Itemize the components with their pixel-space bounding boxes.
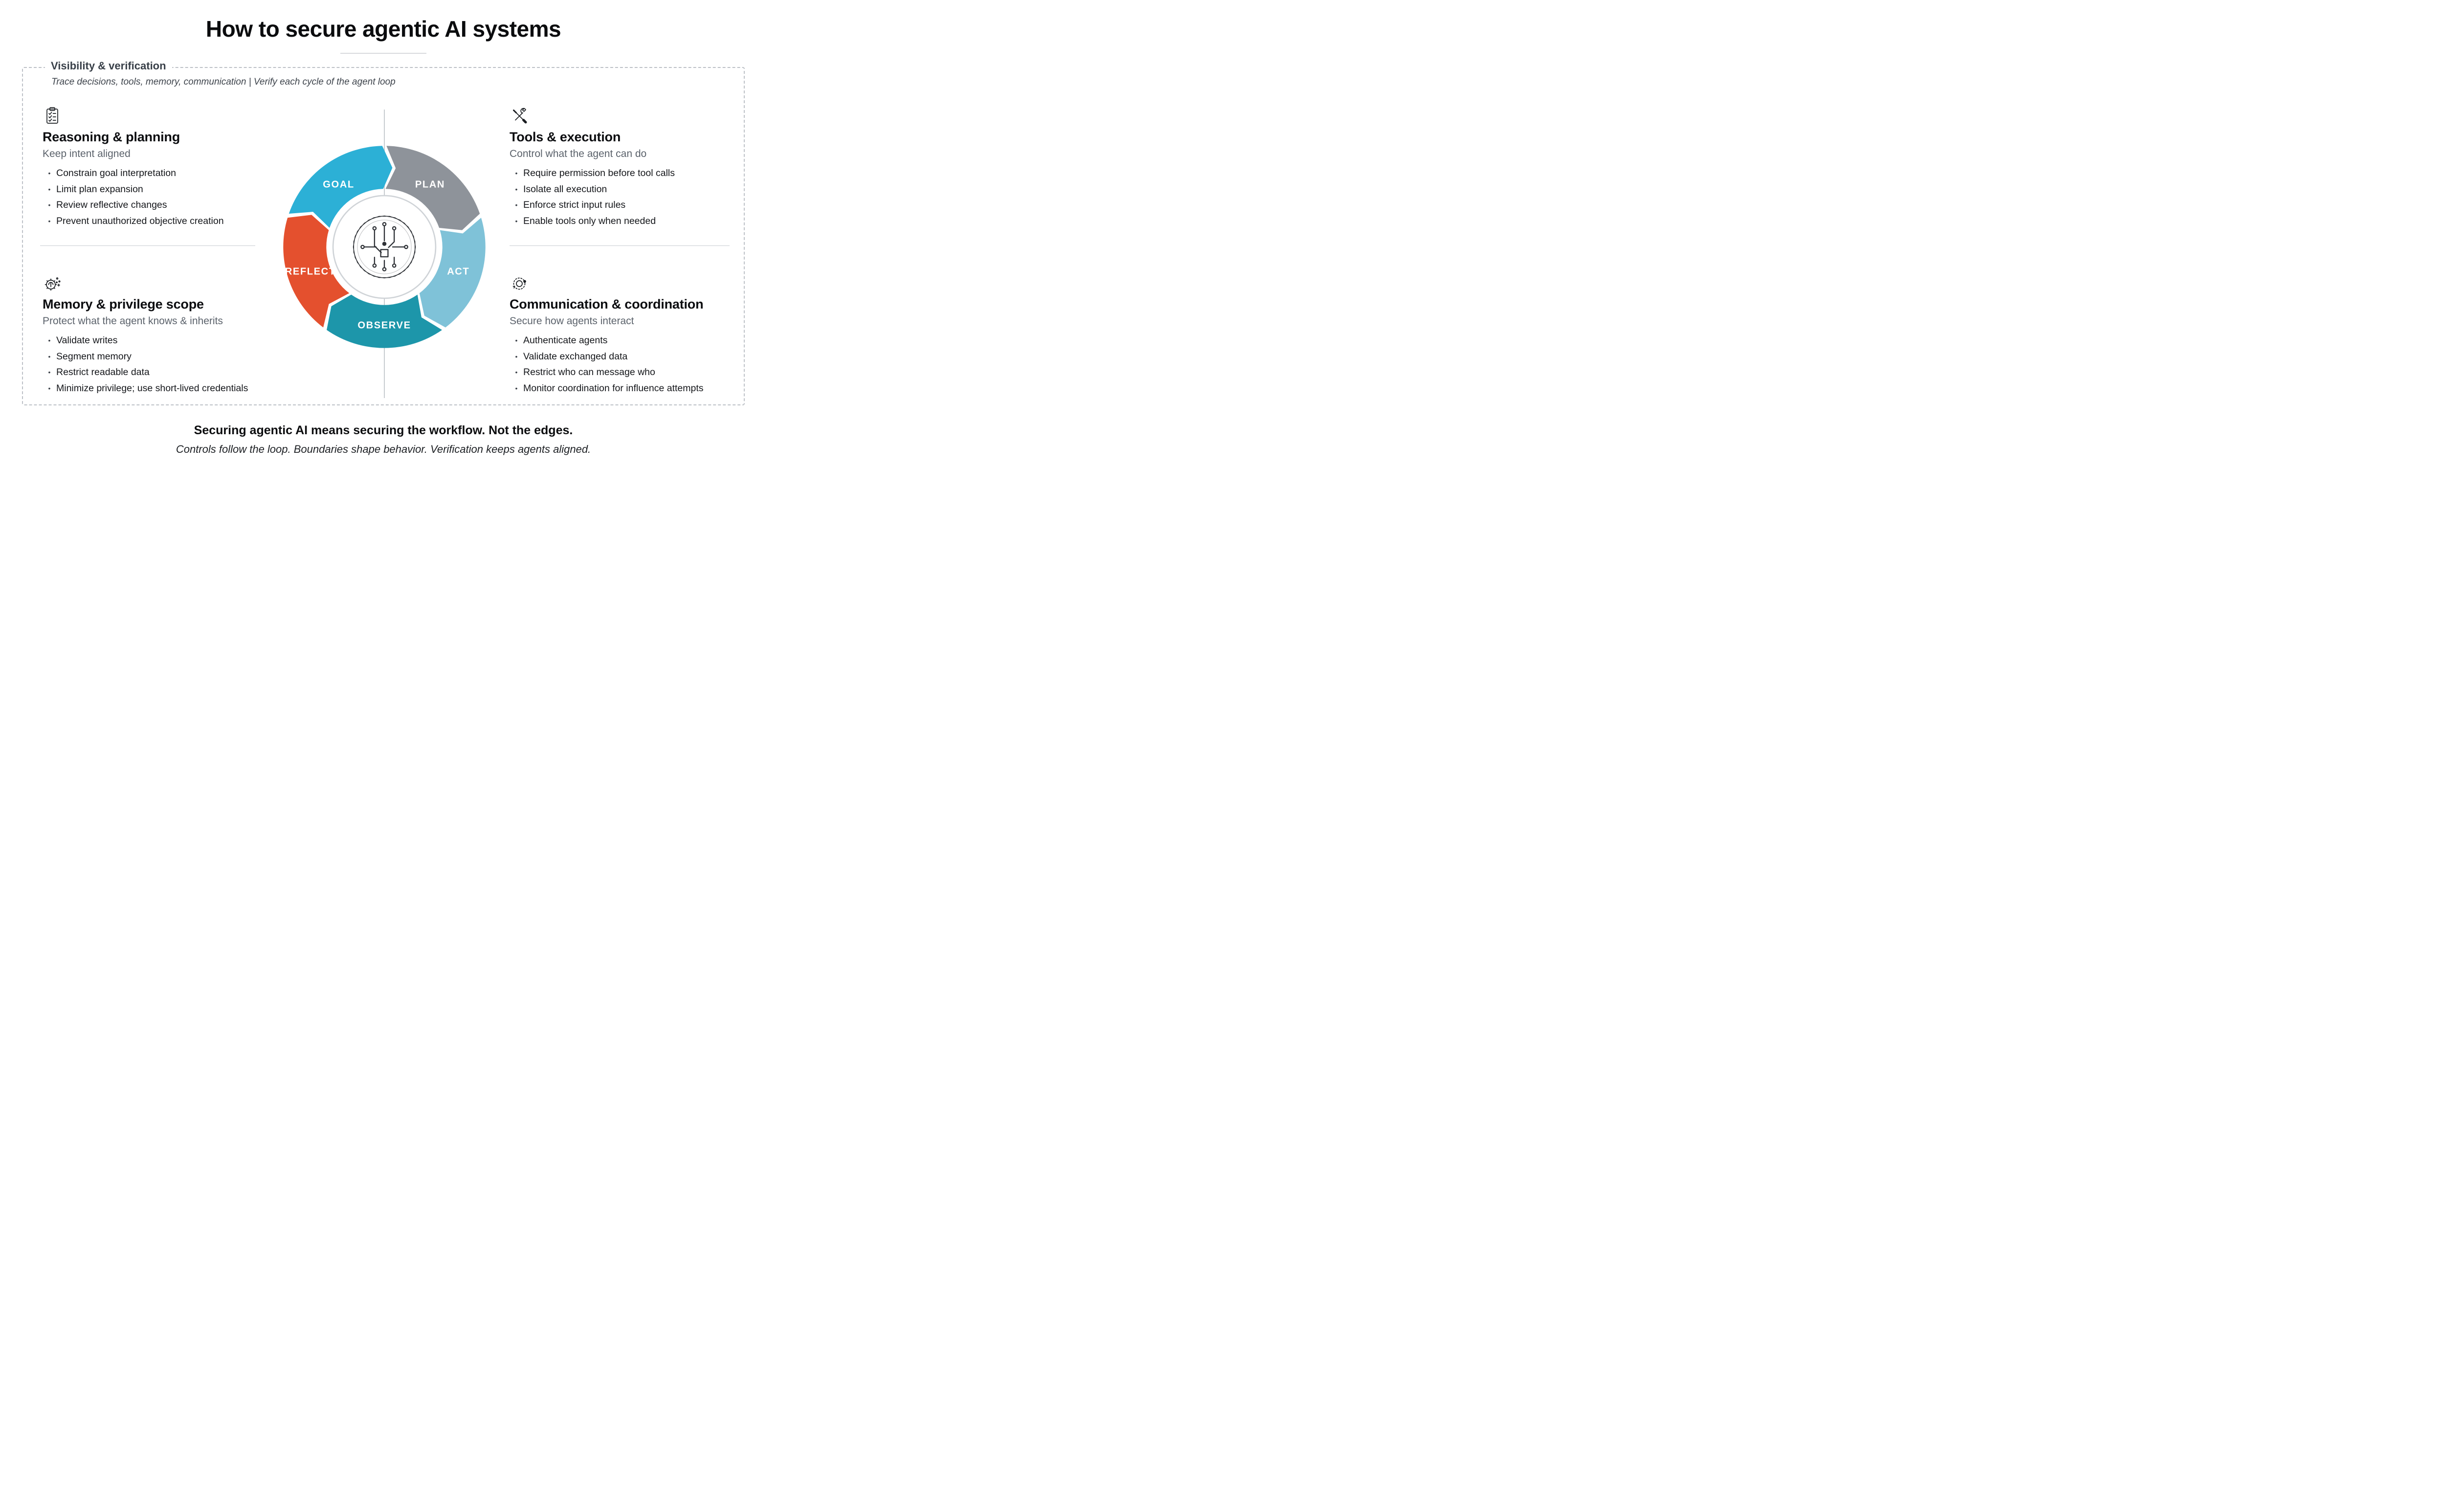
- bullet-item: • Require permission before tool calls: [510, 165, 743, 181]
- bullet-text: Restrict readable data: [56, 367, 150, 378]
- frame-label: Visibility & verification: [45, 60, 172, 72]
- bullet-dot: •: [515, 384, 518, 392]
- bullet-dot: •: [515, 185, 518, 193]
- bullet-list: • Validate writes • Segment memory • Restri…: [43, 333, 276, 396]
- footer-headline: Securing agentic AI means securing the w…: [194, 423, 573, 437]
- checklist-icon: [43, 106, 62, 126]
- bullet-text: Segment memory: [56, 351, 132, 362]
- bullet-item: • Validate exchanged data: [510, 349, 743, 365]
- section-communication-coordination: Communication & coordination Secure how …: [510, 273, 743, 396]
- bullet-item: • Restrict readable data: [43, 364, 276, 380]
- page-title: How to secure agentic AI systems: [205, 16, 561, 42]
- wheel-segment-act: [419, 218, 486, 328]
- section-heading: Memory & privilege scope: [43, 297, 204, 311]
- bullet-item: • Prevent unauthorized objective creation: [43, 213, 276, 229]
- section-subtitle: Control what the agent can do: [510, 148, 647, 159]
- bullet-dot: •: [48, 185, 51, 193]
- section-subtitle: Secure how agents interact: [510, 315, 634, 327]
- orbit-icon: [510, 273, 529, 293]
- bullet-item: • Enable tools only when needed: [510, 213, 743, 229]
- bullet-text: Constrain goal interpretation: [56, 168, 176, 178]
- tools-icon: [510, 106, 529, 126]
- section-heading: Communication & coordination: [510, 297, 704, 311]
- bullet-dot: •: [515, 169, 518, 177]
- bullet-text: Validate exchanged data: [523, 351, 628, 362]
- section-heading: Reasoning & planning: [43, 130, 180, 144]
- bullet-dot: •: [515, 368, 518, 376]
- bullet-dot: •: [515, 352, 518, 360]
- visibility-frame: Visibility & verification Trace decision…: [22, 60, 745, 405]
- wheel-label-plan: PLAN: [415, 179, 445, 190]
- bullet-item: • Minimize privilege; use short-lived cre…: [43, 380, 276, 397]
- left-section-divider: [40, 245, 255, 246]
- wheel-segment-observe: [327, 294, 442, 348]
- title-divider: [340, 53, 426, 54]
- wheel-label-goal: GOAL: [323, 179, 355, 190]
- bullet-dot: •: [48, 201, 51, 209]
- bullet-item: • Restrict who can message who: [510, 364, 743, 380]
- bullet-text: Require permission before tool calls: [523, 168, 675, 178]
- section-subtitle: Protect what the agent knows & inherits: [43, 315, 223, 327]
- bullet-text: Prevent unauthorized objective creation: [56, 215, 224, 226]
- bullet-dot: •: [48, 169, 51, 177]
- bullet-item: • Review reflective changes: [43, 197, 276, 213]
- wheel-inner-ring: [332, 195, 437, 299]
- bullet-dot: •: [48, 217, 51, 225]
- section-subtitle: Keep intent aligned: [43, 148, 131, 159]
- bullet-text: Enforce strict input rules: [523, 200, 626, 210]
- agent-loop-wheel: GOAL PLAN ACT OBSERVE REFLECT: [283, 146, 486, 348]
- bullet-item: • Authenticate agents: [510, 333, 743, 349]
- section-memory-privilege: Memory & privilege scope Protect what th…: [43, 273, 276, 396]
- bullet-item: • Validate writes: [43, 333, 276, 349]
- bullet-item: • Enforce strict input rules: [510, 197, 743, 213]
- bullet-dot: •: [515, 201, 518, 209]
- bullet-dot: •: [48, 368, 51, 376]
- bullet-list: • Require permission before tool calls • I…: [510, 165, 743, 229]
- bullet-dot: •: [48, 384, 51, 392]
- circuit-traces: [360, 222, 408, 271]
- wheel-segment-plan: [385, 146, 480, 230]
- bullet-text: Enable tools only when needed: [523, 215, 656, 226]
- bullet-dot: •: [48, 352, 51, 360]
- bullet-list: • Constrain goal interpretation • Limit pl…: [43, 165, 276, 229]
- frame-subtitle: Trace decisions, tools, memory, communic…: [51, 77, 396, 87]
- section-tools-execution: Tools & execution Control what the agent…: [510, 106, 743, 229]
- bullet-item: • Monitor coordination for influence atte…: [510, 380, 743, 397]
- wheel-label-act: ACT: [447, 267, 469, 277]
- bullet-text: Restrict who can message who: [523, 367, 655, 378]
- bullet-text: Authenticate agents: [523, 335, 608, 346]
- bullet-item: • Constrain goal interpretation: [43, 165, 276, 181]
- infographic-canvas: How to secure agentic AI systems Visibil…: [0, 0, 767, 475]
- bullet-text: Validate writes: [56, 335, 118, 346]
- footer-subline: Controls follow the loop. Boundaries sha…: [176, 443, 591, 455]
- bullet-dot: •: [48, 336, 51, 344]
- bullet-list: • Authenticate agents • Validate exchanged…: [510, 333, 743, 396]
- wheel-segments: GOAL PLAN ACT OBSERVE REFLECT: [283, 146, 486, 348]
- right-section-divider: [510, 245, 730, 246]
- bullet-item: • Segment memory: [43, 349, 276, 365]
- circuit-sphere-icon: [353, 215, 416, 279]
- bullet-text: Review reflective changes: [56, 200, 167, 210]
- wheel-label-observe: OBSERVE: [357, 320, 411, 331]
- bullet-text: Minimize privilege; use short-lived cred…: [56, 382, 248, 394]
- section-reasoning-planning: Reasoning & planning Keep intent aligned…: [43, 106, 276, 229]
- bullet-item: • Isolate all execution: [510, 181, 743, 198]
- section-heading: Tools & execution: [510, 130, 621, 144]
- bullet-dot: •: [515, 217, 518, 225]
- memory-gear-icon: [43, 273, 62, 293]
- wheel-segment-goal: [289, 146, 393, 228]
- bullet-text: Monitor coordination for influence attem…: [523, 382, 704, 394]
- wheel-label-reflect: REFLECT: [285, 267, 336, 277]
- wheel-segment-reflect: [283, 215, 350, 328]
- bullet-text: Limit plan expansion: [56, 183, 143, 195]
- bullet-text: Isolate all execution: [523, 183, 607, 195]
- bullet-item: • Limit plan expansion: [43, 181, 276, 198]
- bullet-dot: •: [515, 336, 518, 344]
